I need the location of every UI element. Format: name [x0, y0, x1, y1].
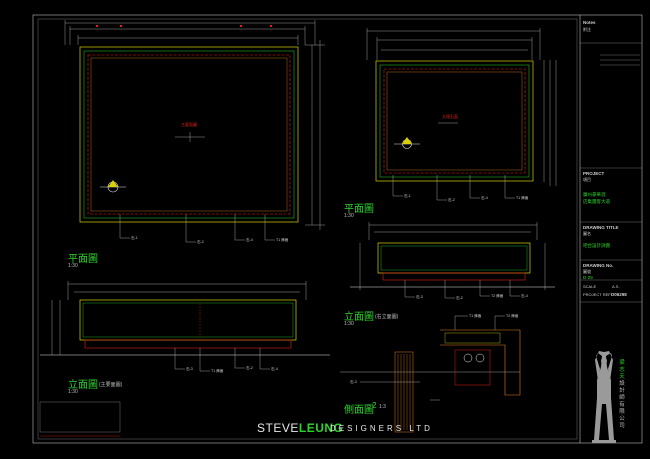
tb-scale-value: A.S.	[612, 284, 620, 289]
plan-right-title: 平面圖	[344, 204, 374, 215]
elev-right-tag-1: 石-3	[416, 295, 423, 299]
brand-designers: DESIGNERS LTD	[330, 424, 433, 433]
elev-left-tag: (主要面圖)	[99, 382, 123, 388]
plan-right-scale: 1:30	[344, 213, 354, 219]
plan-right-tag-4: T1 飾面	[516, 196, 529, 200]
tb-project-ref-label: PROJECT REF	[583, 292, 611, 297]
section-number: 2	[372, 401, 377, 410]
elev-left-tag-2: T1 飾面	[211, 369, 224, 373]
elev-left-scale: 1:30	[68, 389, 78, 395]
tb-notes-heading: Notes	[583, 20, 596, 25]
brand-steve: STEVE	[257, 421, 299, 435]
elev-right-tag-3: T2 飾面	[491, 294, 504, 298]
plan-left-tag-2: 石-2	[197, 240, 204, 244]
plan-right-tag-2: 石-2	[448, 198, 455, 202]
plan-left-tag-1: 石-1	[131, 236, 138, 240]
tb-drawing-no-heading: DRAWING No.	[583, 263, 614, 268]
section-scale: 1:3	[379, 404, 386, 410]
elev-right-tag-2: 石-2	[456, 296, 463, 300]
section-tag-3: 石-3	[350, 380, 357, 384]
plan-left-title: 平面圖	[68, 254, 98, 265]
plan-left-tag-4: T1 飾面	[276, 238, 289, 242]
section-title: 側面圖	[344, 405, 374, 416]
side-menu-item[interactable]: 有	[619, 402, 625, 408]
tb-notes-sub: 附注	[583, 27, 591, 32]
side-menu-item[interactable]: 志	[619, 367, 625, 373]
brand-logo: STEVELEUNG	[257, 421, 343, 435]
elev-left-title: 立面圖	[68, 380, 98, 391]
brand-leung: LEUNG	[298, 421, 344, 435]
side-menu-item[interactable]: 司	[619, 423, 625, 429]
tb-project-name-2: 店集團客大道	[583, 199, 610, 204]
tb-scale-label: SCALE	[583, 284, 597, 289]
side-menu-item[interactable]: 公	[619, 416, 625, 422]
elev-right-tag-4: 石-4	[521, 294, 528, 298]
tb-drawing-title-sub: 圖名	[583, 231, 591, 236]
section-tag-2: T2 飾面	[506, 314, 519, 318]
plan-right-center-label: 大理石面	[442, 114, 458, 119]
tb-project-name-1: 廣州豪華酒	[583, 192, 606, 197]
sheet-border-inner	[37, 18, 578, 440]
tb-drawing-no-value: D-29	[583, 275, 593, 280]
tb-project-heading: PROJECT	[583, 171, 605, 176]
plan-right-tag-1: 石-1	[404, 194, 411, 198]
side-menu-item[interactable]: 天	[619, 374, 625, 380]
plan-right-tag-3: 石-4	[481, 196, 488, 200]
section-detail	[340, 315, 521, 433]
side-menu-item[interactable]: 計	[619, 388, 625, 394]
elevation-left	[40, 281, 330, 372]
side-menu-item[interactable]: 設	[619, 381, 625, 387]
elev-right-tag: (右立面圖)	[375, 314, 399, 320]
title-block	[580, 42, 642, 303]
tb-project-sub: 項目	[583, 177, 591, 182]
inset-frame	[39, 401, 121, 433]
statue-icon	[592, 351, 616, 443]
section-tag-1: T1 飾面	[469, 314, 482, 318]
elev-left-tag-3: 石-2	[246, 366, 253, 370]
elev-left-tag-4: 石-4	[271, 367, 278, 371]
sheet-border-outer	[32, 14, 643, 444]
plan-left-tag-3: 石-4	[246, 238, 253, 242]
elev-right-scale: 1:30	[344, 321, 354, 327]
elev-right-title: 立面圖	[344, 312, 374, 323]
plan-left	[64, 20, 325, 243]
tb-drawing-title-value: 吧台設計詳圖	[583, 243, 610, 248]
plan-left-scale: 1:30	[68, 263, 78, 269]
elevation-right	[350, 222, 555, 299]
side-menu-item[interactable]: 限	[619, 409, 625, 415]
side-menu: 梁志天設計師有限公司	[617, 360, 627, 430]
plan-left-center-label: 主要面圖	[181, 122, 197, 127]
side-menu-item[interactable]: 師	[619, 395, 625, 401]
plan-right	[366, 28, 557, 201]
elev-left-tag-1: 石-3	[186, 367, 193, 371]
tb-drawing-title-heading: DRAWING TITLE	[583, 225, 619, 230]
tb-drawing-no-sub: 圖號	[583, 269, 591, 274]
tb-project-ref-value: D06298	[611, 292, 627, 297]
side-menu-item[interactable]: 梁	[619, 360, 625, 366]
